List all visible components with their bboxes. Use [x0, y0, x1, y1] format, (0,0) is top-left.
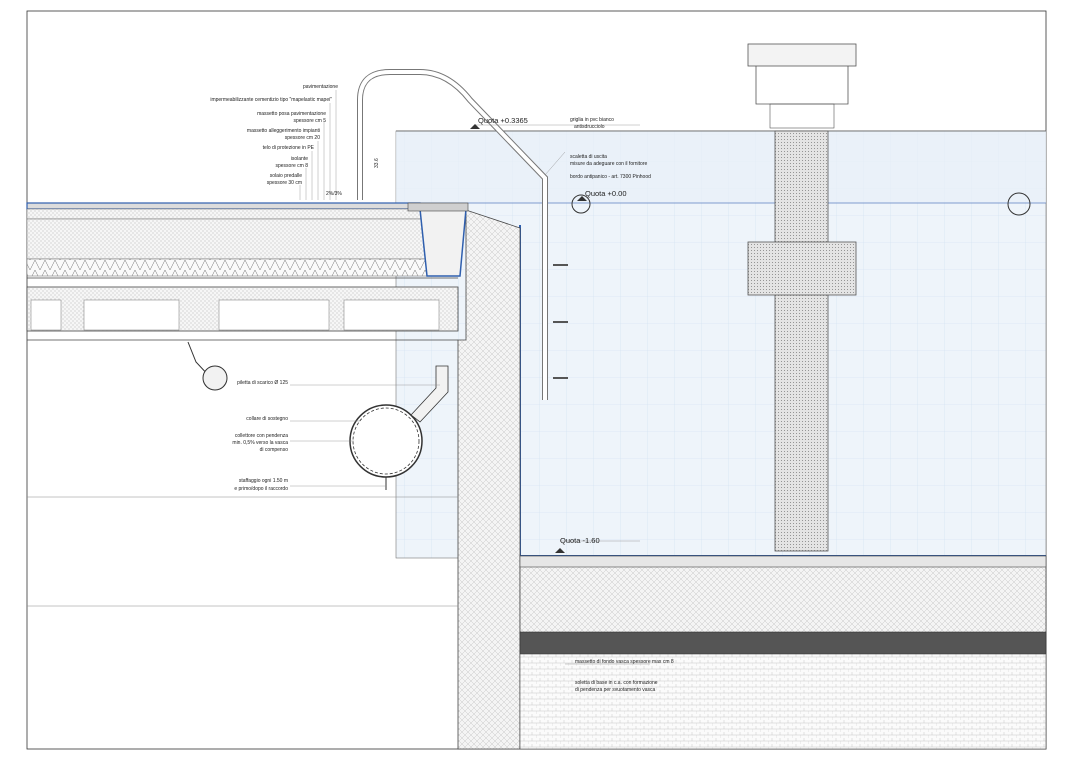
- base-note: di pendenza per svuotamento vasca: [575, 687, 656, 693]
- pool-note: bordo antipanico - art. 7300 Pinhood: [570, 174, 651, 180]
- floor-layer-note: spessore cm 20: [285, 135, 321, 141]
- slab-void: [30, 299, 62, 331]
- slab-void: [218, 299, 330, 331]
- slab-void: [343, 299, 440, 331]
- level-water-label: Quota +0.00: [585, 189, 627, 198]
- drain-note-bracket: e primo/dopo il raccordo: [234, 486, 288, 492]
- starting-block: [747, 43, 857, 552]
- drain-note-collector: di compenso: [260, 447, 289, 453]
- light-right: [1007, 192, 1031, 216]
- floor-layer-note: impermeabilizzante cementizio tipo "mape…: [210, 97, 332, 103]
- drain-notes: piletta di scarico Ø 125 collare di soste…: [232, 380, 288, 492]
- floor-layer-note: pavimentazione: [303, 84, 338, 90]
- drain-note-collector: min. 0,5% verso la vasca: [232, 440, 288, 446]
- floor-layer-note: isolante: [291, 156, 308, 162]
- level-markers: Quota +0.3365 Quota +0.00 Quota -1.60: [470, 116, 627, 553]
- floor-layer-note: telo di protezione in PE: [263, 145, 315, 151]
- slab-voids: [30, 299, 440, 331]
- base-notes: massetto di fondo vasca spessore max cm …: [575, 659, 674, 693]
- level-top-label: Quota +0.3365: [478, 116, 528, 125]
- drain-note-bracket: staffaggio ogni 1.50 m: [239, 478, 288, 484]
- level-bottom-label: Quota -1.60: [560, 536, 600, 545]
- ladder-steps: [553, 264, 568, 379]
- floor-layer-note: massetto posa pavimentazione: [257, 111, 326, 117]
- gutter-grille: [407, 202, 469, 212]
- floor-layer-note: massetto alleggerimento impianti: [247, 128, 320, 134]
- drain-note-collector: collettore con pendenza: [235, 433, 288, 439]
- drain-note-pipe: piletta di scarico Ø 125: [237, 380, 288, 386]
- base-note: soletta di base in c.a. con formazione: [575, 680, 658, 686]
- floor-layer-note: spessore cm 8: [275, 163, 308, 169]
- light-left: [571, 194, 591, 214]
- base-note: massetto di fondo vasca spessore max cm …: [575, 659, 674, 665]
- dim-label: 33.6: [374, 158, 380, 168]
- floor-layer-note: solaio predalle: [270, 173, 302, 179]
- pool-structure: [457, 209, 1047, 750]
- overflow-gutter: [419, 208, 467, 277]
- slope-label: 2%/3%: [326, 191, 342, 197]
- drain-note-collar: collare di sostegno: [246, 416, 288, 422]
- leader-lines: [290, 90, 650, 665]
- pool-note: misure da adeguare con il fornitore: [570, 161, 647, 167]
- floor-layers: [26, 202, 459, 607]
- floor-layer-note: spessore cm 5: [293, 118, 326, 124]
- floor-layer-note: spessore 30 cm: [267, 180, 302, 186]
- pool-note: antisdrucciolo: [574, 124, 605, 130]
- floor-layer-notes: pavimentazione impermeabilizzante cementi…: [210, 84, 338, 186]
- base-dark-band: [519, 631, 1047, 655]
- slab-void: [83, 299, 180, 331]
- pool-note: scaletta di uscita: [570, 154, 607, 160]
- pool-note: griglia in pvc bianco: [570, 117, 614, 123]
